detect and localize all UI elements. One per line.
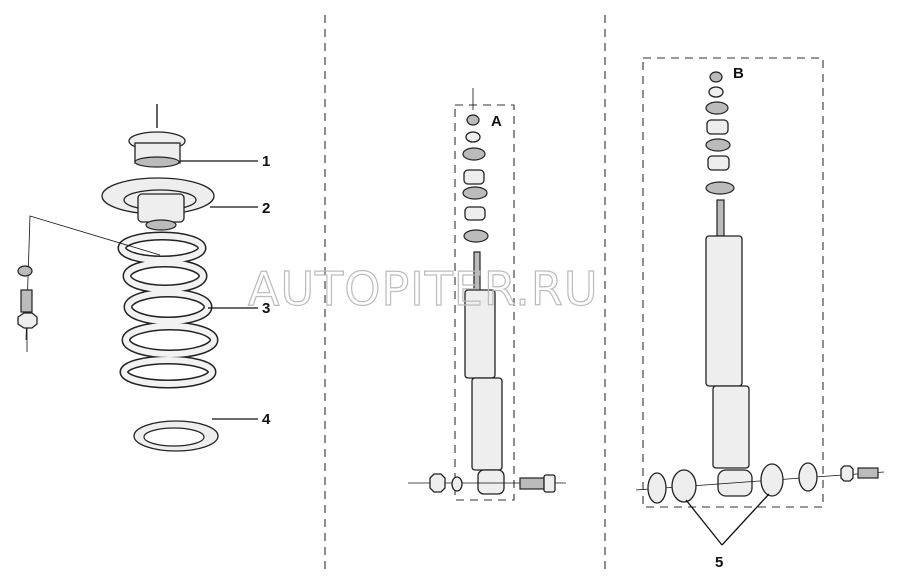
bolt-and-nut: [17, 215, 161, 352]
shock-absorber-b: [635, 57, 885, 546]
shock-absorber-a: [408, 88, 566, 501]
callout-2: 2: [262, 200, 270, 217]
callout-4: 4: [262, 411, 271, 428]
callout-1: 1: [262, 153, 270, 170]
top-mount-cap: [128, 131, 186, 168]
detail-box-b: [642, 57, 824, 508]
callout-5: 5: [715, 554, 723, 571]
spring-insulator: [133, 420, 219, 452]
callout-3: 3: [262, 300, 270, 317]
detail-box-a: [454, 104, 515, 501]
watermark: AUTOPITER.RU: [248, 262, 599, 316]
coil-spring: [117, 231, 219, 389]
spring-assembly: [17, 104, 258, 452]
detail-label-b: B: [733, 65, 744, 82]
spring-seat-plate: [101, 177, 215, 231]
detail-label-a: A: [491, 113, 502, 130]
